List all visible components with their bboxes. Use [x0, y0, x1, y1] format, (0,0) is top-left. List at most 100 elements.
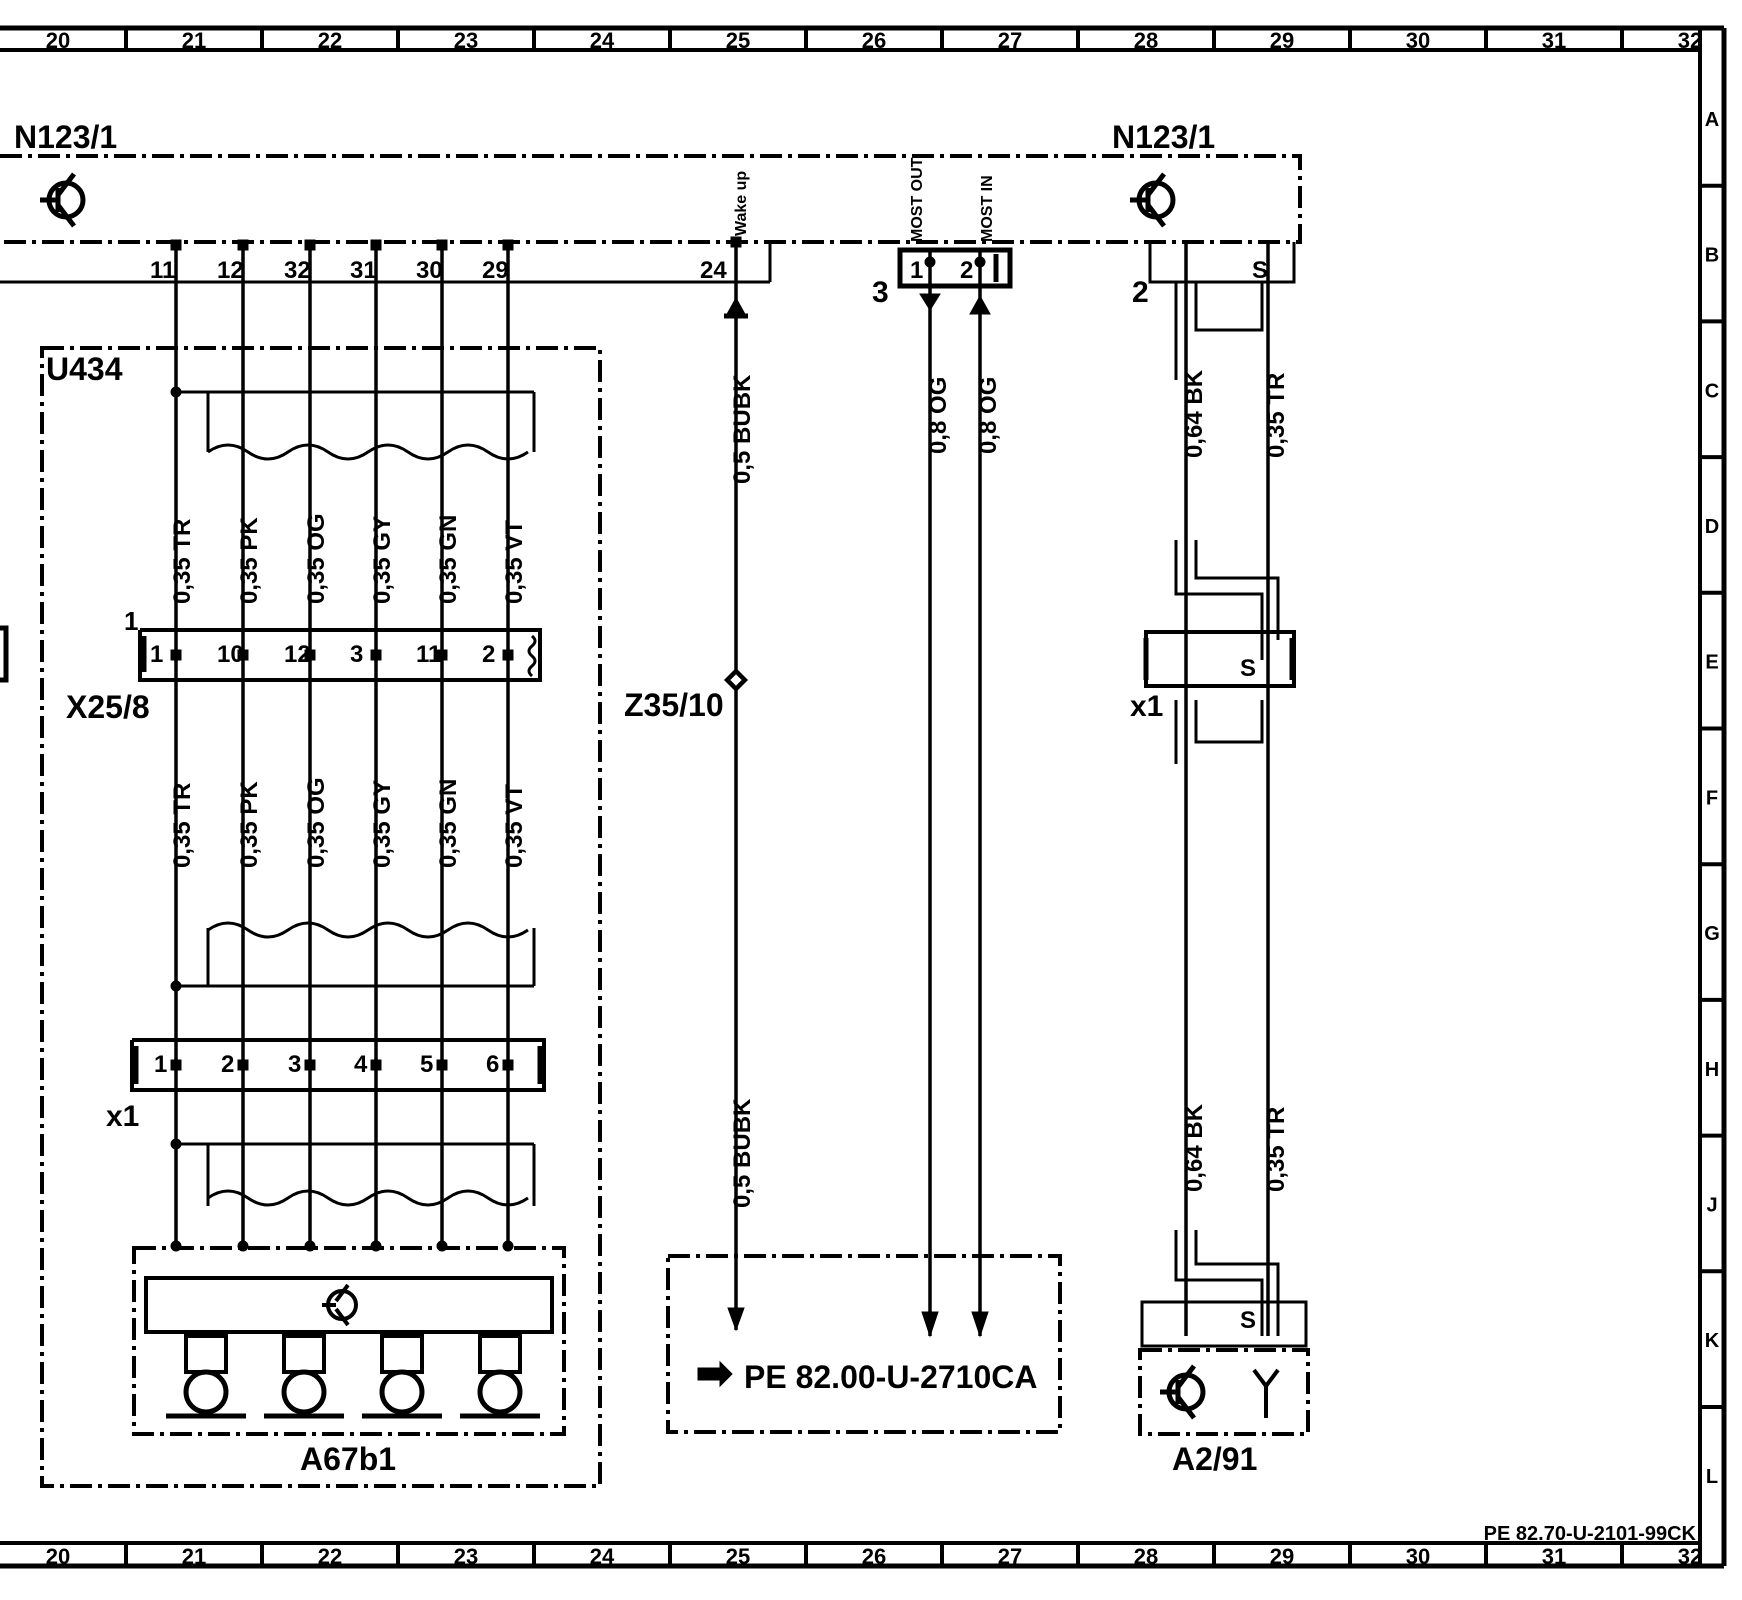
doc-reference: PE 82.70-U-2101-99CK — [1484, 1523, 1697, 1545]
component-x25-8: X25/8 — [66, 689, 150, 725]
transistor-icon — [1130, 172, 1176, 228]
component-x1-right: x1 — [1130, 690, 1163, 723]
most-connector: 3 1 2 MOST OUT MOST IN 0,8 OG 0,8 OG — [872, 157, 1013, 1338]
shield-label-plug: S — [1252, 257, 1268, 284]
pin-marker-x25-8 — [170, 649, 182, 661]
frame-row-label: D — [1705, 516, 1719, 538]
frame-col-label-top: 29 — [1270, 28, 1294, 53]
transistor-icon — [40, 172, 86, 228]
pin-marker-x25-8 — [237, 649, 249, 661]
pin-marker-x1 — [436, 1059, 448, 1071]
speaker-icon — [183, 1369, 229, 1415]
frame-row-label: A — [1705, 109, 1719, 131]
signal-wake-up: Wake up — [733, 171, 750, 236]
pin-marker-top — [304, 239, 316, 251]
component-a2-91: A2/91 — [1172, 1441, 1257, 1477]
n123-left-module: N123/1 — [0, 119, 1302, 284]
shield-label-x1: S — [1240, 655, 1256, 682]
pin-marker-top — [370, 239, 382, 251]
frame-row-label: K — [1705, 1330, 1720, 1352]
frame-col-label-top: 23 — [454, 28, 478, 53]
wire-label-lower: 0,35 PK — [236, 781, 263, 868]
frame-col-label-bottom: 21 — [182, 1544, 206, 1569]
x25-8-connector: 1 X25/8 — [66, 606, 542, 725]
pin-marker-x1 — [502, 1059, 514, 1071]
frame-col-label-top: 32 — [1678, 28, 1702, 53]
speaker-icon — [379, 1369, 425, 1415]
component-u434: U434 — [46, 351, 123, 387]
component-x1-left: x1 — [106, 1100, 139, 1133]
pin-x1: 5 — [420, 1051, 433, 1078]
frame-col-label-bottom: 22 — [318, 1544, 342, 1569]
pin-marker-x25-8 — [436, 649, 448, 661]
pin-marker-x25-8 — [304, 649, 316, 661]
frame-col-label-top: 21 — [182, 28, 206, 53]
pin-x1: 3 — [288, 1051, 301, 1078]
component-n123-left: N123/1 — [14, 119, 117, 155]
component-n123-right: N123/1 — [1112, 119, 1215, 155]
frame-col-label-bottom: 20 — [46, 1544, 70, 1569]
pin-top: 11 — [150, 257, 175, 284]
frame-row-label: F — [1706, 787, 1718, 809]
pe-reference: PE 82.00-U-2710CA — [744, 1359, 1037, 1395]
pin-marker-x1 — [237, 1059, 249, 1071]
frame-col-label-bottom: 29 — [1270, 1544, 1294, 1569]
pin-marker-top — [436, 239, 448, 251]
frame-col-label-top: 27 — [998, 28, 1022, 53]
frame-col-label-bottom: 26 — [862, 1544, 886, 1569]
frame-col-label-bottom: 28 — [1134, 1544, 1158, 1569]
wire-coax-tr-upper: 0,35 TR — [1263, 373, 1290, 458]
pin-most-2: 2 — [960, 257, 973, 284]
frame-col-label-bottom: 25 — [726, 1544, 750, 1569]
frame-col-label-top: 30 — [1406, 28, 1430, 53]
u434-module — [40, 346, 602, 1488]
frame-col-label-bottom: 30 — [1406, 1544, 1430, 1569]
wire-wake-lower: 0,5 BUBK — [729, 1098, 756, 1208]
frame-col-label-top: 28 — [1134, 28, 1158, 53]
pin-x1: 1 — [154, 1051, 167, 1078]
signal-most-in: MOST IN — [979, 175, 996, 242]
pin-marker-x1 — [304, 1059, 316, 1071]
pin-x25-8: 3 — [350, 641, 363, 668]
pin-top: 32 — [284, 257, 311, 284]
wire-label-lower: 0,35 VT — [501, 784, 528, 868]
shield-label-a2: S — [1240, 1307, 1256, 1334]
frame-col-label-bottom: 24 — [590, 1544, 615, 1569]
wire-most-in: 0,8 OG — [975, 377, 1002, 454]
wire-label-lower: 0,35 GY — [369, 780, 396, 868]
shield-ribbons — [170, 386, 536, 1207]
pin-x25-8: 2 — [482, 641, 495, 668]
wire-wake-upper: 0,5 BUBK — [729, 374, 756, 484]
frame-col-label-bottom: 23 — [454, 1544, 478, 1569]
wire-label-upper: 0,35 OG — [303, 513, 330, 604]
frame-col-label-bottom: 27 — [998, 1544, 1022, 1569]
wire-coax-bk-lower: 0,64 BK — [1181, 1103, 1208, 1192]
transistor-icon — [322, 1283, 358, 1327]
frame-col-label-top: 25 — [726, 28, 750, 53]
pin-x1: 6 — [486, 1051, 499, 1078]
coax-section: 2 S S S x1 0,64 BK 0,35 TR 0,64 BK 0,35 … — [1130, 242, 1310, 1477]
frame-col-label-bottom: 31 — [1542, 1544, 1566, 1569]
pin-marker-x1 — [170, 1059, 182, 1071]
speaker-icon — [477, 1369, 523, 1415]
pe-reference-box: PE 82.00-U-2710CA — [666, 1254, 1062, 1434]
frame-row-label: B — [1705, 245, 1719, 267]
pin-marker-top — [237, 239, 249, 251]
frame-row-label: E — [1705, 652, 1718, 674]
pin-x1: 2 — [221, 1051, 234, 1078]
pin-wake: 24 — [700, 257, 727, 284]
frame-col-label-top: 26 — [862, 28, 886, 53]
wire-label-upper: 0,35 GN — [435, 515, 462, 604]
pin-x25-8: 12 — [284, 641, 311, 668]
pin-most-1: 1 — [910, 257, 923, 284]
pin-x25-8: 11 — [416, 641, 441, 668]
frame-row-label: C — [1705, 380, 1719, 402]
x25-8-num: 1 — [124, 606, 138, 636]
frame-col-label-top: 20 — [46, 28, 70, 53]
x1-connector-left: x1 — [106, 1038, 546, 1133]
pin-x25-8: 1 — [150, 641, 163, 668]
a67b1-speaker-group: A67b1 — [132, 1246, 566, 1477]
wire-most-out: 0,8 OG — [925, 377, 952, 454]
